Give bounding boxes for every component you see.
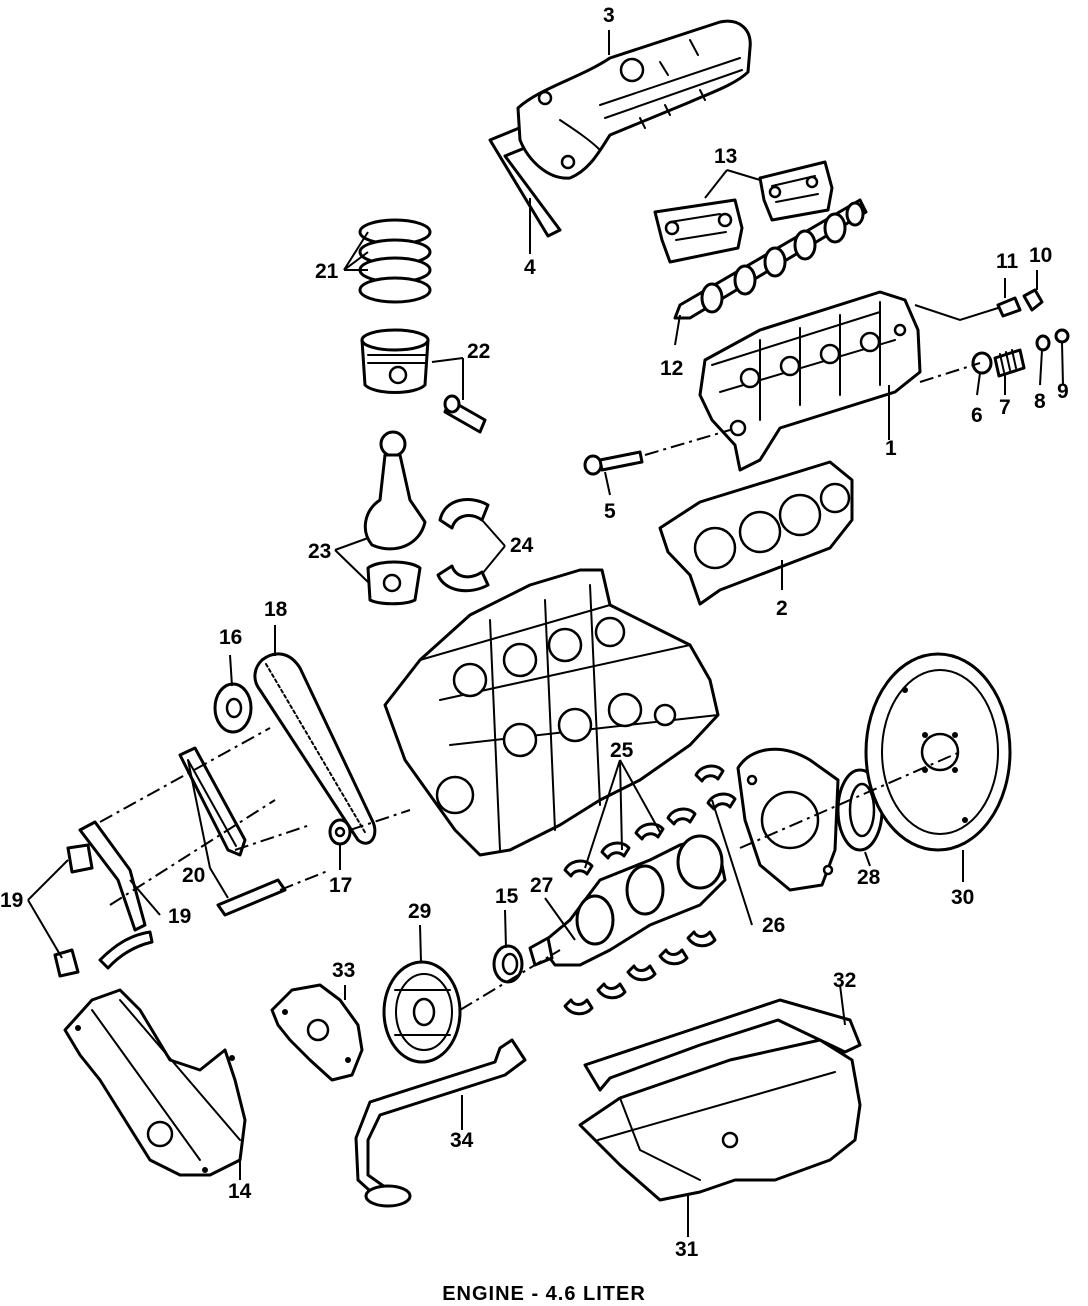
valve-train — [914, 288, 1070, 378]
callout-33: 33 — [332, 959, 355, 982]
oil-pickup-tube — [354, 1038, 527, 1208]
rear-main-seal-retainer — [736, 747, 840, 892]
main-bearings-upper — [563, 764, 737, 878]
flexplate — [864, 652, 1012, 852]
callout-23: 23 — [308, 540, 331, 563]
callout-19-right: 19 — [168, 905, 191, 928]
piston — [360, 328, 487, 434]
tensioner — [53, 843, 94, 978]
callout-13: 13 — [714, 145, 737, 168]
callout-24: 24 — [510, 534, 534, 557]
callout-34: 34 — [450, 1129, 474, 1152]
main-bearings-lower — [563, 930, 717, 1016]
cylinder-head — [698, 290, 922, 472]
crankshaft-damper — [382, 960, 462, 1064]
front-crank-seal — [492, 944, 524, 984]
tensioner-arm — [78, 820, 154, 970]
callout-14: 14 — [228, 1180, 252, 1203]
callout-30: 30 — [951, 886, 974, 909]
head-bolt — [583, 450, 644, 476]
callout-28: 28 — [857, 866, 881, 889]
callout-8: 8 — [1034, 390, 1046, 413]
callout-11: 11 — [996, 250, 1019, 273]
camshaft — [673, 198, 868, 320]
oil-pan — [578, 1038, 862, 1202]
callout-1: 1 — [885, 437, 897, 460]
callout-7: 7 — [999, 396, 1011, 419]
callout-20: 20 — [182, 864, 205, 887]
callout-5: 5 — [604, 500, 616, 523]
callout-9: 9 — [1057, 380, 1069, 403]
callout-6: 6 — [971, 404, 983, 427]
callout-22: 22 — [467, 340, 490, 363]
callout-19-left: 19 — [0, 889, 23, 912]
callout-32: 32 — [833, 969, 856, 992]
callout-10: 10 — [1029, 244, 1052, 267]
callout-4: 4 — [524, 256, 536, 279]
callout-17: 17 — [329, 874, 352, 897]
callout-3: 3 — [603, 4, 615, 27]
callout-labels: 1 2 3 4 5 6 7 8 9 10 11 12 13 14 15 16 1… — [0, 4, 1069, 1261]
callout-21: 21 — [315, 260, 339, 283]
valve-cover — [516, 19, 752, 180]
cam-sprocket — [213, 682, 253, 734]
crankshaft — [528, 834, 727, 967]
camshaft-bearing-caps — [653, 160, 834, 264]
oil-pump — [270, 983, 364, 1082]
callout-16: 16 — [219, 626, 242, 649]
timing-chain-guide — [178, 746, 287, 917]
crank-sprocket — [328, 818, 352, 846]
callout-26: 26 — [762, 914, 785, 937]
callout-31: 31 — [675, 1238, 699, 1261]
oil-pan-gasket — [583, 998, 862, 1092]
callout-25: 25 — [610, 739, 634, 762]
head-gasket — [658, 460, 854, 606]
rod-bearings — [436, 498, 490, 593]
callout-27: 27 — [530, 874, 553, 897]
piston-rings — [358, 218, 432, 304]
engine-block — [383, 568, 720, 857]
diagram-caption: ENGINE - 4.6 LITER — [442, 1283, 646, 1305]
front-timing-cover — [63, 988, 247, 1177]
callout-2: 2 — [776, 597, 788, 620]
callout-12: 12 — [660, 357, 683, 380]
callout-29: 29 — [408, 900, 431, 923]
callout-15: 15 — [495, 885, 519, 908]
callout-18: 18 — [264, 598, 288, 621]
connecting-rod — [363, 430, 427, 606]
timing-chain — [253, 652, 377, 845]
leader-lines — [27, 30, 1064, 1237]
